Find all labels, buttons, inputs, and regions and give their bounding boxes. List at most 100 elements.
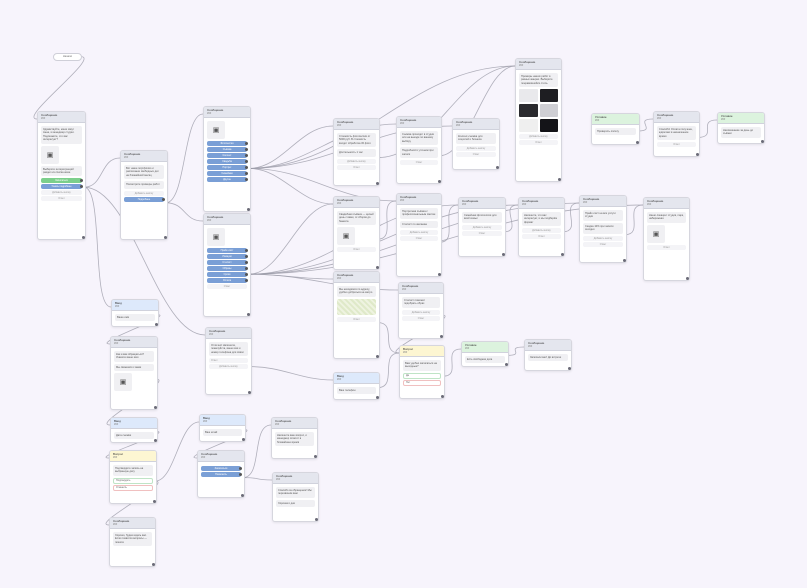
node-button[interactable]: Узнать подробнее xyxy=(41,184,83,190)
node-header[interactable]: Сообщение### xyxy=(206,328,251,339)
add-button-control[interactable]: Ответ xyxy=(657,142,696,148)
add-button-control[interactable]: Добавить кнопку xyxy=(522,228,561,234)
gallery-photo[interactable] xyxy=(519,89,538,103)
output-port[interactable] xyxy=(245,261,248,264)
output-port[interactable] xyxy=(245,172,248,175)
connection-wire[interactable] xyxy=(248,125,334,169)
connection-wire[interactable] xyxy=(377,200,397,240)
node-output-port[interactable] xyxy=(376,266,379,269)
node-header[interactable]: Сообщение### xyxy=(334,197,379,208)
connection-wire[interactable] xyxy=(503,204,519,233)
flow-node-message[interactable]: Сообщение###Как к вам обращаться? Укажит… xyxy=(110,336,158,410)
node-output-port[interactable] xyxy=(440,335,443,338)
flow-node-question[interactable]: Вопрос###Подтвердите запись на выбранную… xyxy=(109,450,157,504)
node-header[interactable]: Условие### xyxy=(718,113,764,124)
flow-node-message[interactable]: Сообщение###Стилист поможет подобрать об… xyxy=(398,282,444,339)
node-header[interactable]: Вопрос### xyxy=(110,451,156,462)
node-button[interactable]: Контент xyxy=(207,153,248,158)
image-placeholder-icon[interactable]: ▣ xyxy=(337,227,355,246)
connection-wire[interactable] xyxy=(506,346,525,356)
node-output-port[interactable] xyxy=(761,140,764,143)
node-output-port[interactable] xyxy=(152,563,155,566)
add-button-control[interactable]: Добавить кнопку xyxy=(456,145,496,151)
node-header[interactable]: Сообщение### xyxy=(273,473,318,484)
node-button[interactable]: Записаться xyxy=(41,178,83,184)
flow-node-message[interactable]: Сообщение###Вот наше портфолио и расписа… xyxy=(120,150,168,240)
connection-wire[interactable] xyxy=(637,118,654,132)
node-button[interactable]: Сроки xyxy=(207,272,248,277)
connection-wire[interactable] xyxy=(697,119,718,138)
add-button-control[interactable]: Добавить кнопку xyxy=(337,158,376,164)
add-button-control[interactable]: Ответ xyxy=(647,244,686,250)
flow-node-input[interactable]: Ввод###Ваш телефон xyxy=(333,372,380,400)
node-header[interactable]: Сообщение### xyxy=(204,214,250,225)
node-header[interactable]: Сообщение### xyxy=(204,107,250,118)
flow-node-condition[interactable]: Условие###Напоминание за день до съёмки xyxy=(717,112,765,144)
output-port[interactable] xyxy=(245,178,248,181)
add-button-control[interactable]: Добавить кнопку xyxy=(519,134,558,140)
output-port[interactable] xyxy=(245,166,248,169)
node-output-port[interactable] xyxy=(558,178,561,181)
add-button-control[interactable]: Добавить кнопку xyxy=(124,190,164,196)
flow-node-message[interactable]: Сообщение###Хорошо, будем ждать вас. Есл… xyxy=(109,517,156,567)
add-button-control[interactable]: Ответ xyxy=(400,160,438,166)
node-button[interactable]: Другое xyxy=(207,177,248,182)
output-port[interactable] xyxy=(245,267,248,270)
output-port[interactable] xyxy=(245,279,248,282)
output-port[interactable] xyxy=(80,185,83,189)
node-header[interactable]: Сообщение### xyxy=(38,112,85,123)
flow-node-question[interactable]: Вопрос###Вам удобно записаться на выходн… xyxy=(399,345,445,399)
flow-node-condition[interactable]: Условие###Есть свободная дата xyxy=(461,341,509,367)
node-header[interactable]: Сообщение### xyxy=(654,112,699,123)
node-button[interactable]: Локации xyxy=(207,254,248,259)
node-output-port[interactable] xyxy=(438,273,441,276)
node-header[interactable]: Сообщение### xyxy=(110,518,155,529)
output-port[interactable] xyxy=(80,179,83,183)
node-header[interactable]: Сообщение### xyxy=(272,418,317,429)
connection-wire[interactable] xyxy=(83,157,121,188)
node-header[interactable]: Сообщение### xyxy=(198,451,244,462)
connection-wire[interactable] xyxy=(83,186,112,308)
connection-wire[interactable] xyxy=(242,424,272,478)
node-header[interactable]: Вопрос### xyxy=(400,346,444,357)
node-header[interactable]: Сообщение### xyxy=(519,198,564,209)
add-button-control[interactable]: Ответ xyxy=(337,164,376,170)
node-output-port[interactable] xyxy=(623,259,626,262)
node-header[interactable]: Сообщение### xyxy=(644,198,689,209)
output-port[interactable] xyxy=(245,160,248,163)
node-output-port[interactable] xyxy=(376,182,379,185)
node-output-port[interactable] xyxy=(505,363,508,366)
add-button-control[interactable]: Ответ xyxy=(400,236,438,242)
node-header[interactable]: Сообщение### xyxy=(525,340,571,351)
answer-option[interactable]: Подтвердить xyxy=(113,477,153,484)
add-button-control[interactable]: Ответ xyxy=(456,151,496,157)
add-button-control[interactable]: Добавить кнопку xyxy=(583,235,623,241)
flow-node-message[interactable]: Сообщение###Портретная съёмка с професси… xyxy=(396,193,442,277)
flow-node-message[interactable]: Сообщение###Мы находимся по адресу, удоб… xyxy=(333,271,380,359)
node-output-port[interactable] xyxy=(441,395,444,398)
connection-wire[interactable] xyxy=(193,429,248,459)
flow-node-message[interactable]: Сообщение###Наши локации: студия, парк, … xyxy=(643,197,690,281)
output-port[interactable] xyxy=(245,249,248,252)
connection-wire[interactable] xyxy=(249,366,334,381)
flow-node-message[interactable]: Сообщение###Контент-съёмка для соцсетей … xyxy=(452,118,500,170)
node-button[interactable]: Стилист xyxy=(207,260,248,265)
connection-wire[interactable] xyxy=(442,348,462,377)
connection-wire[interactable] xyxy=(439,65,516,156)
node-button[interactable]: Фотосессия xyxy=(207,141,248,146)
node-header[interactable]: Сообщение### xyxy=(459,198,505,209)
connection-wire[interactable] xyxy=(377,352,400,388)
node-output-port[interactable] xyxy=(636,141,639,144)
output-port[interactable] xyxy=(245,154,248,157)
add-button-control[interactable]: Ответ xyxy=(519,140,558,146)
connection-wire[interactable] xyxy=(248,203,334,275)
node-output-port[interactable] xyxy=(248,391,251,394)
connection-wire[interactable] xyxy=(83,186,206,336)
node-output-port[interactable] xyxy=(314,455,317,458)
connection-wire[interactable] xyxy=(439,204,459,243)
answer-option[interactable]: Да xyxy=(403,372,441,379)
output-port[interactable] xyxy=(239,467,242,470)
